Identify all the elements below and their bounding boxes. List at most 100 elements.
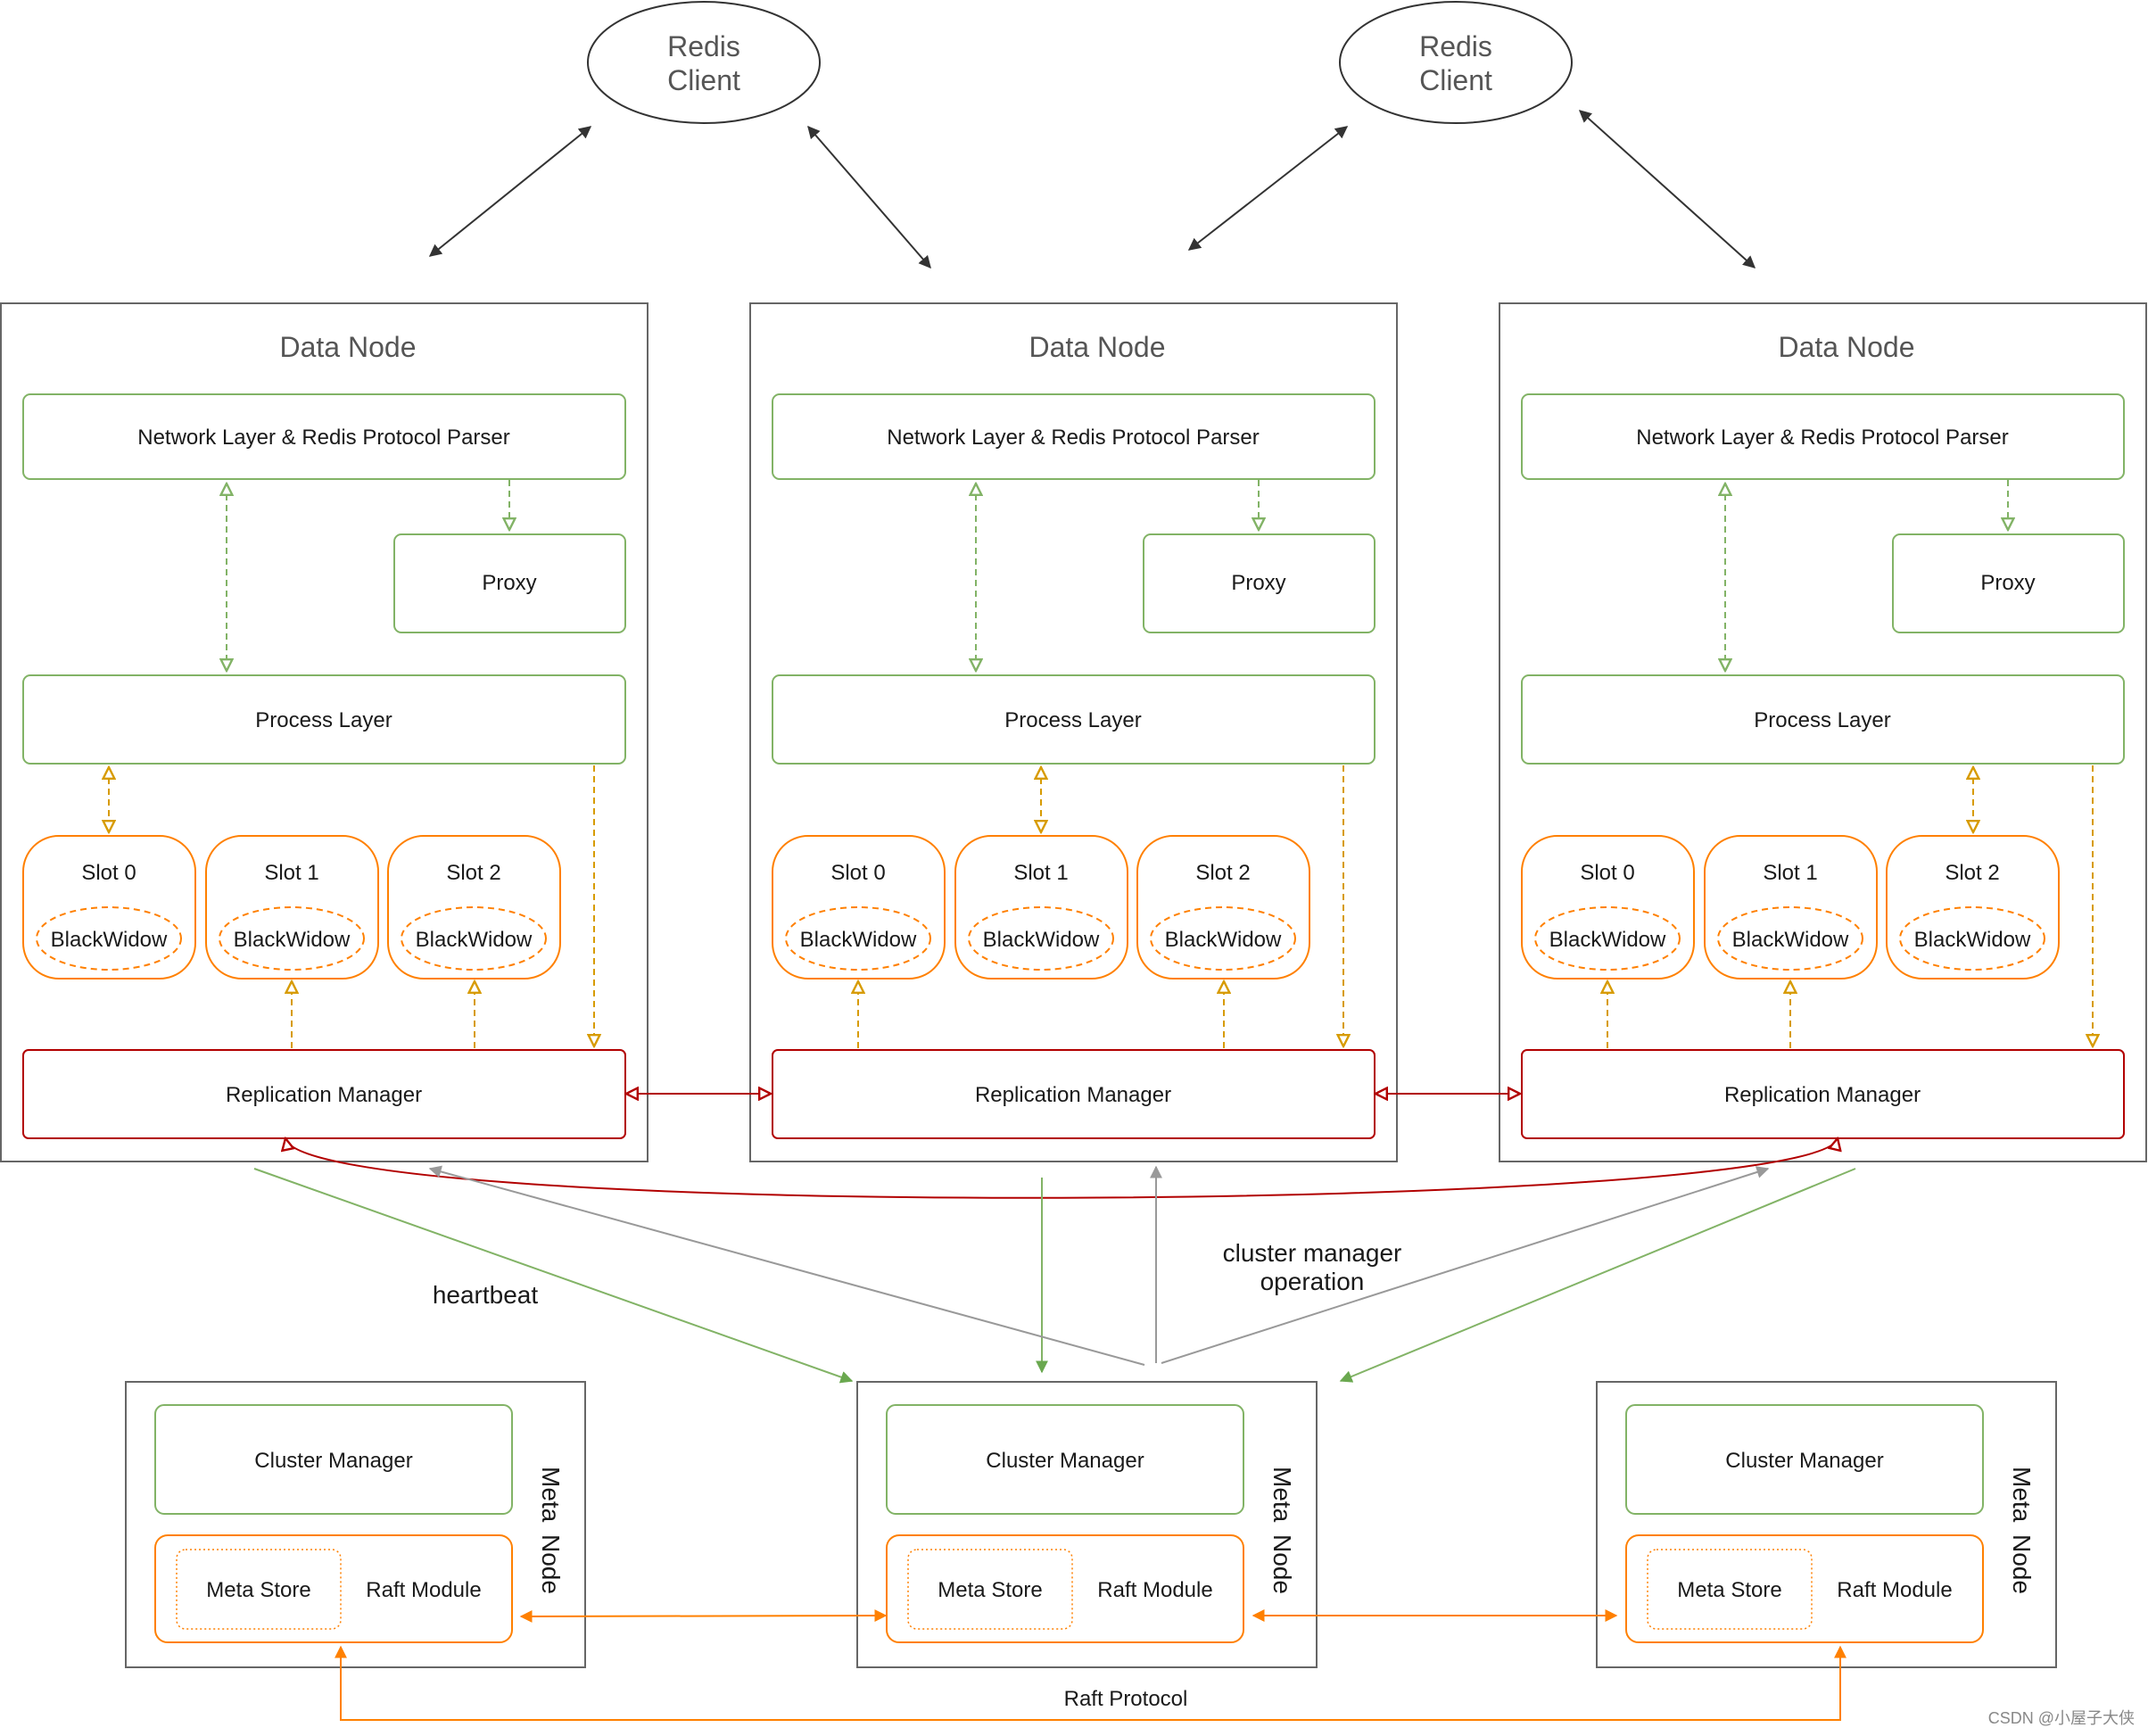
- blackwidow-label: BlackWidow: [1732, 928, 1849, 952]
- slot-1: Slot 1 BlackWidow: [205, 835, 379, 980]
- heartbeat-arrow-1: [253, 1168, 854, 1384]
- network-layer-box: [22, 393, 626, 480]
- meta-store-box: [907, 1549, 1073, 1630]
- meta-store-box: [176, 1549, 342, 1630]
- client-arrow-2: [807, 125, 931, 269]
- meta-node-title-word2: Node: [537, 1534, 565, 1594]
- blackwidow-label: BlackWidow: [1914, 928, 2031, 952]
- raft-links: [335, 1609, 1846, 1721]
- meta-node-title-word2: Node: [1268, 1534, 1296, 1594]
- redis-client-1-label-line1: Redis: [667, 30, 740, 62]
- slot-label: Slot 2: [1945, 861, 1999, 885]
- client-arrows: [428, 110, 1756, 269]
- blackwidow-label: BlackWidow: [416, 928, 533, 952]
- process-layer-box: [772, 674, 1376, 765]
- network-layer-label: Network Layer & Redis Protocol Parser: [887, 426, 1260, 450]
- meta-store-box: [1647, 1549, 1813, 1630]
- blackwidow-label: BlackWidow: [1549, 928, 1666, 952]
- blackwidow-label: BlackWidow: [234, 928, 351, 952]
- blackwidow-ellipse: [401, 906, 547, 971]
- meta-node-title-word1: Meta: [1268, 1467, 1296, 1523]
- raft-link-1-3: [335, 1645, 1846, 1721]
- blackwidow-ellipse: [1534, 906, 1681, 971]
- redis-client-2: Redis Client: [1339, 1, 1573, 124]
- cluster-op-arrow-1: [428, 1165, 1145, 1366]
- raft-module-label: Raft Module: [1097, 1578, 1212, 1602]
- raft-module-label: Raft Module: [366, 1578, 481, 1602]
- proxy-label: Proxy: [1231, 571, 1285, 595]
- replication-manager-label: Replication Manager: [975, 1083, 1171, 1107]
- client-arrow-3: [1187, 126, 1349, 251]
- slot-label: Slot 2: [446, 861, 500, 885]
- heartbeat-arrows: [253, 1168, 1856, 1384]
- slot-2: Slot 2 BlackWidow: [1886, 835, 2060, 980]
- blackwidow-ellipse: [1899, 906, 2045, 971]
- data-node-title: Data Node: [1029, 331, 1166, 363]
- cluster-manager-box: [886, 1404, 1244, 1515]
- cluster-op-label-line2: operation: [1260, 1268, 1365, 1295]
- process-layer-box: [1521, 674, 2125, 765]
- cluster-op-arrow-3: [1161, 1166, 1770, 1364]
- slot-label: Slot 1: [264, 861, 318, 885]
- data-node-title: Data Node: [1779, 331, 1915, 363]
- meta-node-title-word2: Node: [2008, 1534, 2036, 1594]
- raft-protocol-label: Raft Protocol: [1064, 1687, 1188, 1711]
- client-arrow-4: [1578, 110, 1756, 269]
- redis-client-2-label-line2: Client: [1419, 64, 1492, 96]
- slot-2: Slot 2 BlackWidow: [1136, 835, 1310, 980]
- blackwidow-ellipse: [785, 906, 931, 971]
- slot-label: Slot 2: [1195, 861, 1250, 885]
- proxy-label: Proxy: [1980, 571, 2035, 595]
- process-layer-label: Process Layer: [255, 708, 392, 732]
- network-layer-box: [772, 393, 1376, 480]
- proxy-box: [393, 533, 626, 633]
- redis-client-2-label-line1: Redis: [1419, 30, 1492, 62]
- redis-client-1: Redis Client: [587, 1, 821, 124]
- replication-manager-label: Replication Manager: [226, 1083, 422, 1107]
- network-layer-label: Network Layer & Redis Protocol Parser: [1636, 426, 2009, 450]
- replication-manager-label: Replication Manager: [1724, 1083, 1921, 1107]
- slot-label: Slot 0: [1580, 861, 1634, 885]
- process-layer-box: [22, 674, 626, 765]
- heartbeat-label: heartbeat: [433, 1281, 539, 1309]
- meta-store-label: Meta Store: [1677, 1578, 1781, 1602]
- blackwidow-ellipse: [968, 906, 1114, 971]
- slot-label: Slot 0: [81, 861, 136, 885]
- cluster-manager-label: Cluster Manager: [986, 1449, 1144, 1473]
- redis-client-1-label-line2: Client: [667, 64, 740, 96]
- client-arrow-1: [428, 126, 592, 257]
- blackwidow-label: BlackWidow: [51, 928, 168, 952]
- proxy-box: [1892, 533, 2125, 633]
- meta-node-title-word1: Meta: [537, 1467, 565, 1523]
- proxy-label: Proxy: [482, 571, 536, 595]
- network-layer-label: Network Layer & Redis Protocol Parser: [137, 426, 510, 450]
- blackwidow-ellipse: [219, 906, 365, 971]
- blackwidow-ellipse: [36, 906, 182, 971]
- blackwidow-label: BlackWidow: [1165, 928, 1282, 952]
- slot-0: Slot 0 BlackWidow: [1521, 835, 1695, 980]
- replication-link-1-3: [285, 1138, 1838, 1199]
- proxy-box: [1143, 533, 1376, 633]
- blackwidow-ellipse: [1150, 906, 1296, 971]
- slot-label: Slot 0: [830, 861, 885, 885]
- cluster-manager-box: [154, 1404, 513, 1515]
- raft-module-label: Raft Module: [1837, 1578, 1952, 1602]
- meta-store-label: Meta Store: [938, 1578, 1042, 1602]
- replication-links: [285, 1094, 1838, 1199]
- heartbeat-arrow-3: [1339, 1168, 1856, 1383]
- data-node-title: Data Node: [280, 331, 417, 363]
- process-layer-label: Process Layer: [1004, 708, 1141, 732]
